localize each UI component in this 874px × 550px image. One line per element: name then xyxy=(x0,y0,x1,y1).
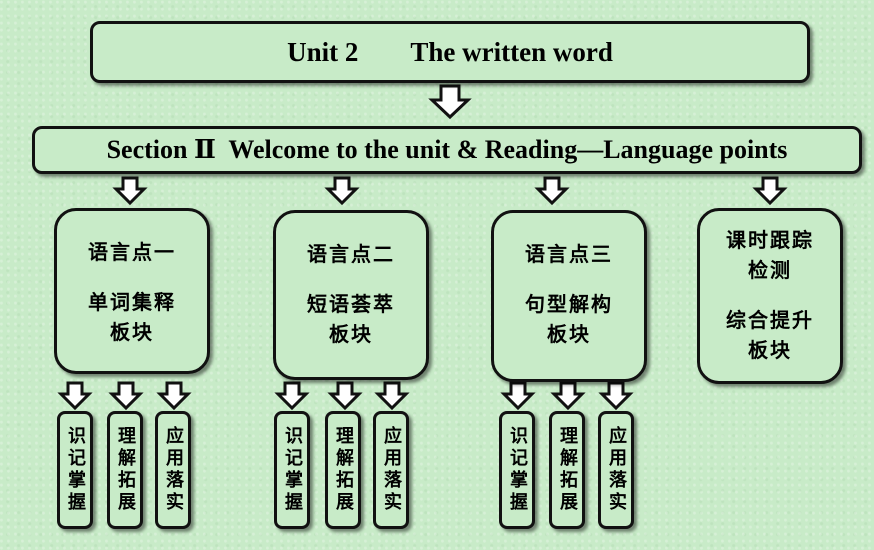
module-lesson-tracking[interactable]: 课时跟踪检测 综合提升板块 xyxy=(697,208,843,384)
step-label: 应用落实 xyxy=(606,426,627,514)
step-box-memorize[interactable]: 识记掌握 xyxy=(499,411,535,529)
module-language-point-3[interactable]: 语言点三 句型解构板块 xyxy=(491,210,647,382)
arrow-down-icon xyxy=(326,176,358,205)
module-heading: 语言点一 xyxy=(88,240,176,264)
arrow-down-icon xyxy=(600,381,632,410)
module-language-point-2[interactable]: 语言点二 短语荟萃板块 xyxy=(273,210,429,380)
module-heading: 语言点二 xyxy=(307,242,395,266)
module-heading: 语言点三 xyxy=(525,242,613,266)
step-box-memorize[interactable]: 识记掌握 xyxy=(57,411,93,529)
step-label: 理解拓展 xyxy=(557,426,578,514)
arrow-down-icon xyxy=(158,381,190,410)
arrow-down-icon xyxy=(536,176,568,205)
section-title: Section Ⅱ Welcome to the unit & Reading—… xyxy=(106,135,788,164)
step-label: 理解拓展 xyxy=(333,426,354,514)
module-subtitle: 短语荟萃板块 xyxy=(307,292,395,346)
arrow-down-icon xyxy=(276,381,308,410)
step-label: 应用落实 xyxy=(163,426,184,514)
module-subtitle: 单词集释板块 xyxy=(88,290,176,344)
step-label: 应用落实 xyxy=(381,426,402,514)
module-language-point-1[interactable]: 语言点一 单词集释板块 xyxy=(54,208,210,374)
module-heading: 课时跟踪检测 xyxy=(726,228,814,282)
arrow-down-icon xyxy=(114,176,146,205)
step-box-memorize[interactable]: 识记掌握 xyxy=(274,411,310,529)
arrow-down-icon xyxy=(552,381,584,410)
step-box-understand[interactable]: 理解拓展 xyxy=(549,411,585,529)
step-box-apply[interactable]: 应用落实 xyxy=(598,411,634,529)
arrow-down-icon xyxy=(430,84,470,119)
step-label: 理解拓展 xyxy=(115,426,136,514)
step-box-understand[interactable]: 理解拓展 xyxy=(107,411,143,529)
module-subtitle: 句型解构板块 xyxy=(525,292,613,346)
arrow-down-icon xyxy=(59,381,91,410)
step-box-apply[interactable]: 应用落实 xyxy=(155,411,191,529)
unit-number: Unit 2 xyxy=(287,36,359,67)
unit-title-box: Unit 2 The written word xyxy=(90,21,810,83)
module-subtitle: 综合提升板块 xyxy=(726,308,814,362)
step-box-understand[interactable]: 理解拓展 xyxy=(325,411,361,529)
arrow-down-icon xyxy=(502,381,534,410)
step-label: 识记掌握 xyxy=(65,426,86,514)
unit-name: The written word xyxy=(410,36,613,67)
section-title-box: Section Ⅱ Welcome to the unit & Reading—… xyxy=(32,126,862,174)
arrow-down-icon xyxy=(376,381,408,410)
step-label: 识记掌握 xyxy=(282,426,303,514)
arrow-down-icon xyxy=(329,381,361,410)
step-label: 识记掌握 xyxy=(507,426,528,514)
arrow-down-icon xyxy=(754,176,786,205)
step-box-apply[interactable]: 应用落实 xyxy=(373,411,409,529)
arrow-down-icon xyxy=(110,381,142,410)
